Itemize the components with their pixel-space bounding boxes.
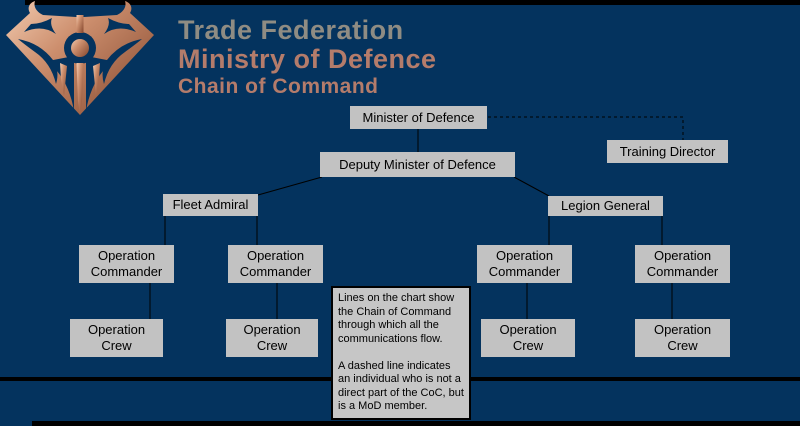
legend-note-box: Lines on the chart show the Chain of Com… bbox=[331, 286, 471, 420]
org-node-minister-of-defence: Minister of Defence bbox=[350, 106, 487, 129]
org-node-training-director: Training Director bbox=[607, 140, 728, 163]
edge-deputy-legion-general bbox=[513, 176, 550, 197]
org-node-deputy-minister: Deputy Minister of Defence bbox=[320, 152, 515, 177]
legend-paragraph-solid-lines: Lines on the chart show the Chain of Com… bbox=[338, 292, 455, 345]
edge-deputy-fleet-admiral bbox=[257, 176, 323, 196]
top-border-strip bbox=[25, 0, 800, 5]
chart-subtitle: Chain of Command bbox=[178, 75, 379, 98]
org-node-legion-general: Legion General bbox=[548, 196, 663, 216]
org-node-operation-crew-4: Operation Crew bbox=[635, 319, 730, 357]
org-node-operation-commander-1: Operation Commander bbox=[79, 245, 174, 283]
department-title: Ministry of Defence bbox=[178, 44, 437, 74]
bottom-border-strip bbox=[32, 421, 800, 426]
edge-minister-training-dashed bbox=[488, 116, 684, 141]
org-node-operation-crew-2: Operation Crew bbox=[226, 319, 318, 357]
organization-title: Trade Federation bbox=[178, 15, 404, 45]
org-node-fleet-admiral: Fleet Admiral bbox=[163, 194, 258, 216]
org-node-operation-crew-1: Operation Crew bbox=[70, 319, 163, 357]
trade-federation-emblem-icon bbox=[6, 1, 154, 115]
org-node-operation-commander-3: Operation Commander bbox=[477, 245, 572, 283]
org-node-operation-crew-3: Operation Crew bbox=[481, 319, 575, 357]
org-node-operation-commander-4: Operation Commander bbox=[635, 245, 730, 283]
org-node-operation-commander-2: Operation Commander bbox=[228, 245, 323, 283]
legend-paragraph-dashed-lines: A dashed line indicates an individual wh… bbox=[338, 359, 464, 413]
